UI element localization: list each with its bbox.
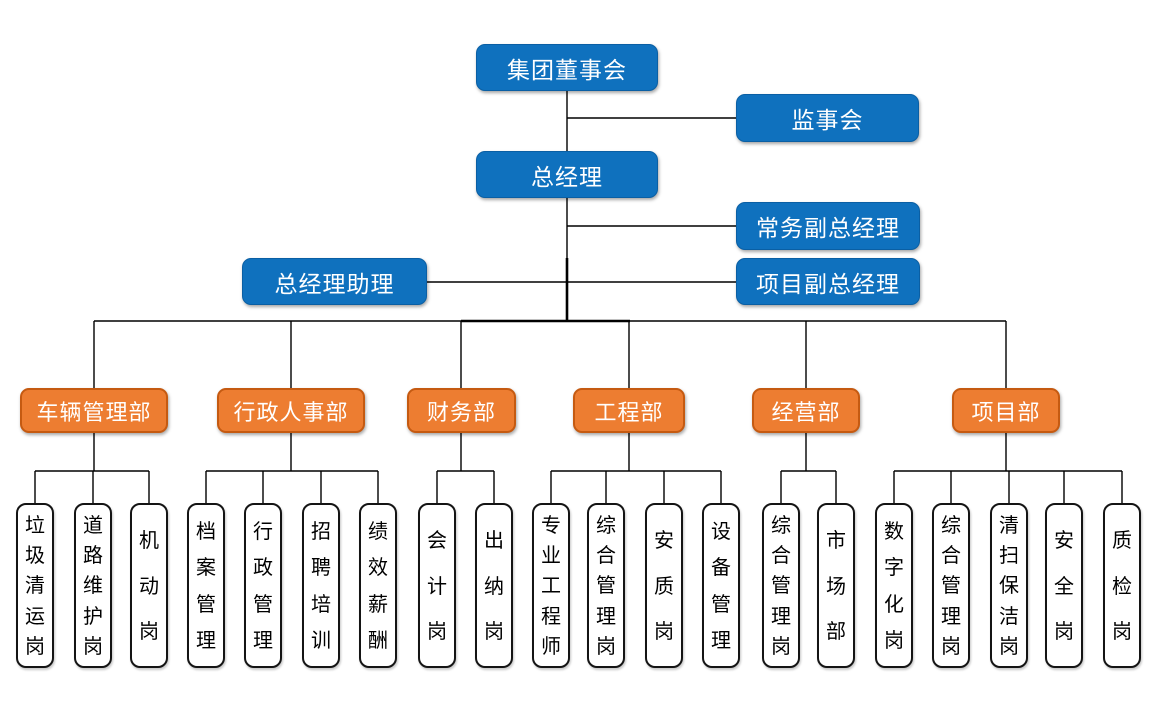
org-node-position: 安全岗 [1045,503,1083,668]
org-node-position-label: 出纳岗 [484,528,504,643]
org-node-position-label: 道路维护岗 [83,513,103,658]
org-node-executive-deputy-gm: 常务副总经理 [736,202,920,250]
org-node-project-deputy-gm-label: 项目副总经理 [756,271,900,298]
org-node-position-label: 垃圾清运岗 [25,513,45,658]
org-node-gm-assistant-label: 总经理助理 [274,271,395,298]
org-node-position-label: 行政管理 [253,519,273,652]
org-node-general-manager-label: 总经理 [531,164,603,191]
org-node-dept-label: 车辆管理部 [36,400,152,426]
org-node-position: 道路维护岗 [74,503,112,668]
org-node-position-label: 清扫保洁岗 [999,513,1019,658]
org-node-dept-operations: 经营部 [752,388,860,433]
org-node-project-deputy-gm: 项目副总经理 [736,258,920,305]
org-node-general-manager: 总经理 [476,151,658,198]
org-node-position: 市场部 [817,503,855,668]
org-node-position: 设备管理 [702,503,740,668]
org-node-position: 会计岗 [418,503,456,668]
org-node-dept-admin-hr: 行政人事部 [217,388,365,433]
org-node-position: 档案管理 [187,503,225,668]
org-node-position: 数字化岗 [875,503,913,668]
org-node-position-label: 会计岗 [427,528,447,643]
org-node-position: 出纳岗 [475,503,513,668]
org-node-gm-assistant: 总经理助理 [242,258,427,305]
org-node-board: 集团董事会 [476,44,658,91]
org-node-position-label: 安质岗 [654,528,674,643]
org-node-position: 综合管理岗 [762,503,800,668]
org-node-position-label: 档案管理 [196,519,216,652]
org-node-position: 垃圾清运岗 [16,503,54,668]
org-node-dept-vehicle: 车辆管理部 [20,388,168,433]
org-node-position-label: 综合管理岗 [941,513,961,658]
org-node-dept-label: 行政人事部 [233,400,349,426]
org-node-position-label: 数字化岗 [884,519,904,652]
org-node-position: 综合管理岗 [932,503,970,668]
org-node-dept-label: 项目部 [971,400,1041,426]
org-node-position-label: 绩效薪酬 [368,519,388,652]
org-node-position: 行政管理 [244,503,282,668]
org-node-position-label: 市场部 [826,528,846,643]
org-node-position-label: 招聘培训 [311,519,331,652]
org-node-executive-deputy-gm-label: 常务副总经理 [756,216,900,242]
org-node-dept-label: 财务部 [426,400,496,426]
org-node-position: 机动岗 [130,503,168,668]
org-node-position: 专业工程师 [532,503,570,668]
org-node-dept-engineering: 工程部 [573,388,685,433]
org-node-position: 质检岗 [1103,503,1141,668]
org-node-position: 绩效薪酬 [359,503,397,668]
org-node-supervisory-label: 监事会 [791,108,864,134]
org-node-position: 招聘培训 [302,503,340,668]
org-node-dept-project: 项目部 [952,388,1060,433]
org-node-position-label: 机动岗 [139,528,159,643]
org-node-position-label: 专业工程师 [541,513,561,658]
org-node-dept-label: 经营部 [771,400,841,426]
org-node-board-label: 集团董事会 [507,57,627,84]
org-node-position: 安质岗 [645,503,683,668]
org-node-supervisory: 监事会 [736,94,919,142]
org-node-position-label: 综合管理岗 [596,513,616,658]
org-node-position-label: 质检岗 [1112,528,1132,643]
org-node-position: 综合管理岗 [587,503,625,668]
org-node-position-label: 综合管理岗 [771,513,791,658]
org-node-position-label: 安全岗 [1054,528,1074,643]
org-node-position: 清扫保洁岗 [990,503,1028,668]
org-node-position-label: 设备管理 [711,519,731,652]
org-node-dept-label: 工程部 [594,400,664,426]
org-node-dept-finance: 财务部 [407,388,516,433]
